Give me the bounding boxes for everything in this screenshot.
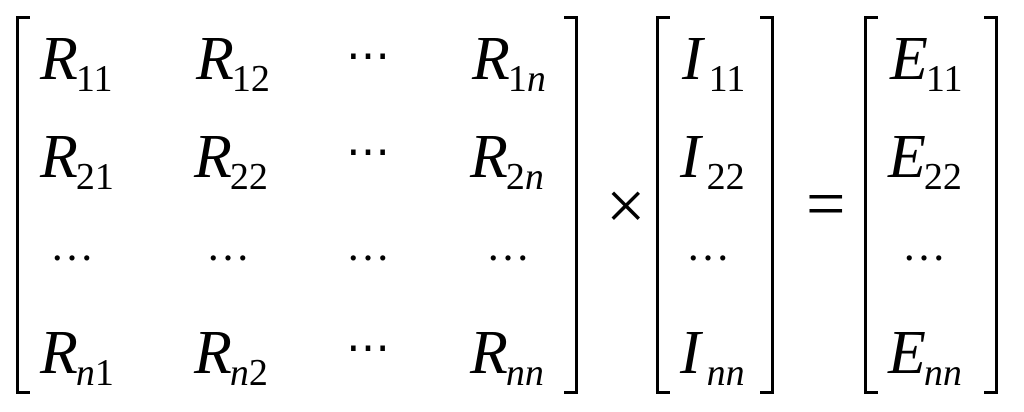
cell-symbol: R: [194, 319, 232, 387]
cell-symbol: R: [196, 25, 234, 93]
cell-symbol: R: [470, 123, 508, 191]
mid-cell-r3: …: [686, 221, 732, 270]
lhs-right-bracket: [564, 16, 578, 394]
mid-left-bracket: [656, 16, 670, 394]
lhs-cell-r3c2: …: [206, 221, 252, 270]
cell-subscript: 2: [505, 156, 525, 198]
lhs-cell-r4c3: ⋯: [346, 323, 392, 372]
equals-operator: =: [806, 166, 846, 243]
cell-subscript: 22: [923, 156, 962, 198]
lhs-cell-r3c3: …: [346, 221, 392, 270]
cell-symbol: R: [470, 319, 508, 387]
cell-symbol: R: [194, 123, 232, 191]
cell-subscript: 12: [231, 58, 270, 100]
cell-subscript: 21: [75, 156, 114, 198]
cell-subscript-italic: n: [75, 352, 95, 394]
rhs-cell-r3: …: [902, 221, 948, 270]
cell-subscript-tail: 1: [94, 352, 114, 394]
lhs-cell-r3c1: …: [50, 221, 96, 270]
cell-subscript-italic: n: [229, 352, 249, 394]
cell-symbol: I: [680, 319, 701, 387]
cell-symbol: R: [40, 123, 78, 191]
cell-symbol: R: [40, 319, 78, 387]
lhs-cell-r1c3: ⋯: [346, 31, 392, 80]
cell-symbol: I: [682, 25, 703, 93]
rhs-cell-r1: E11: [890, 25, 962, 98]
cell-subscript: 11: [75, 58, 113, 100]
rhs-right-bracket: [984, 16, 998, 394]
times-operator: ×: [606, 168, 646, 245]
cell-symbol: R: [40, 25, 78, 93]
lhs-cell-r1c2: R12: [196, 25, 270, 98]
lhs-cell-r2c1: R21: [40, 123, 114, 196]
lhs-left-bracket: [16, 16, 30, 394]
lhs-cell-r2c4: R2n: [470, 123, 544, 196]
lhs-cell-r1c4: R1n: [472, 25, 546, 98]
lhs-cell-r2c2: R22: [194, 123, 268, 196]
cell-subscript-italic: nn: [923, 352, 962, 394]
cell-symbol: I: [680, 123, 701, 191]
cell-subscript-italic: nn: [706, 352, 745, 394]
rhs-left-bracket: [864, 16, 878, 394]
cell-symbol: R: [472, 25, 510, 93]
cell-subscript: 22: [706, 156, 745, 198]
lhs-cell-r2c3: ⋯: [346, 127, 392, 176]
cell-subscript: 11: [708, 58, 746, 100]
lhs-cell-r4c2: Rn2: [194, 319, 268, 392]
cell-subscript: 22: [229, 156, 268, 198]
cell-subscript-italic: n: [526, 58, 546, 100]
cell-subscript: 11: [925, 58, 963, 100]
cell-symbol: E: [888, 319, 926, 387]
cell-subscript: 1: [507, 58, 527, 100]
rhs-cell-r4: Enn: [888, 319, 962, 392]
cell-symbol: E: [888, 123, 926, 191]
cell-subscript-italic: nn: [505, 352, 544, 394]
lhs-cell-r4c1: Rn1: [40, 319, 114, 392]
mid-right-bracket: [760, 16, 774, 394]
lhs-cell-r3c4: …: [486, 221, 532, 270]
rhs-cell-r2: E22: [888, 123, 962, 196]
cell-subscript-tail: 2: [248, 352, 268, 394]
cell-symbol: E: [890, 25, 928, 93]
cell-subscript-italic: n: [524, 156, 544, 198]
lhs-cell-r4c4: Rnn: [470, 319, 544, 392]
lhs-cell-r1c1: R11: [40, 25, 112, 98]
